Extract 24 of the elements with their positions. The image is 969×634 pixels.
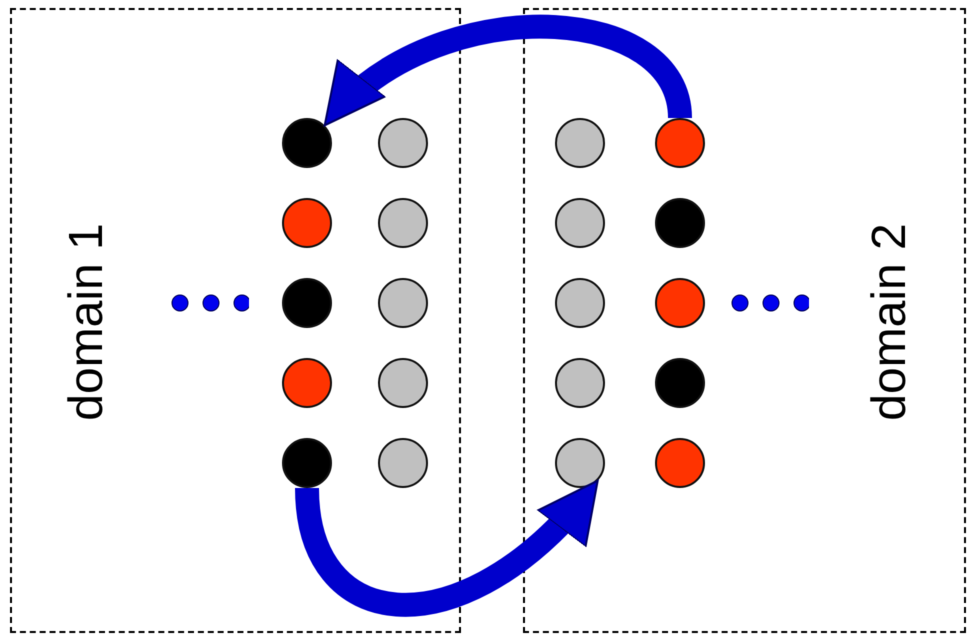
particle <box>378 118 428 168</box>
particle <box>655 438 705 488</box>
particle <box>378 358 428 408</box>
particle <box>282 118 332 168</box>
particle <box>378 438 428 488</box>
particle <box>378 198 428 248</box>
particle <box>378 278 428 328</box>
particle <box>555 438 605 488</box>
domain-label: domain 2 <box>866 223 914 421</box>
particle <box>655 118 705 168</box>
particle <box>555 278 605 328</box>
particle <box>555 118 605 168</box>
particle <box>282 358 332 408</box>
particle <box>655 278 705 328</box>
particle <box>655 198 705 248</box>
particle <box>282 278 332 328</box>
particle <box>555 198 605 248</box>
particle <box>282 198 332 248</box>
domain-label: domain 1 <box>63 223 111 421</box>
particle <box>655 358 705 408</box>
particle <box>555 358 605 408</box>
particle <box>282 438 332 488</box>
domain-region <box>523 8 966 633</box>
domain-region <box>10 8 461 633</box>
